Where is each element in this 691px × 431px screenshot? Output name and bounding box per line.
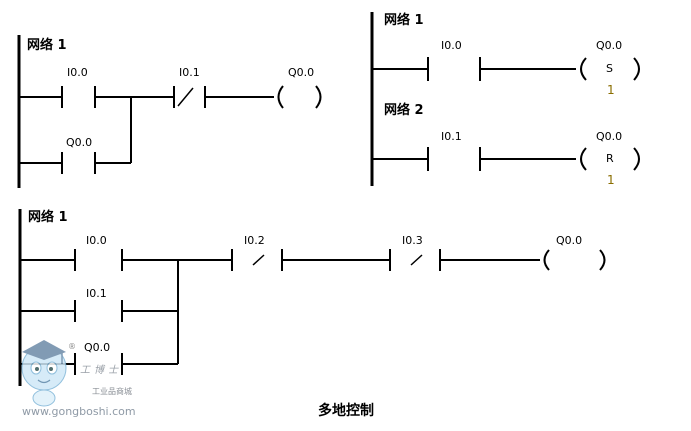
set-coil-type: S: [606, 62, 613, 75]
contact-label-i00: I0.0: [86, 234, 107, 247]
coil-right-paren: [315, 85, 322, 109]
reset-coil-count: 1: [607, 173, 615, 187]
reset-coil-right-paren: [633, 147, 640, 171]
coil-left-paren: [543, 249, 550, 271]
set-coil-label: Q0.0: [596, 39, 623, 52]
set-coil-right-paren: [633, 57, 640, 81]
contact-label-q00: Q0.0: [84, 341, 111, 354]
network-1-label: 网络 1: [384, 13, 424, 28]
network-2-label: 网络 2: [384, 103, 424, 118]
top-right-ladder: [370, 12, 640, 186]
contact-i02-slash: [252, 254, 265, 266]
reset-coil-left-paren: [580, 147, 587, 171]
contact-label-i01: I0.1: [441, 130, 462, 143]
contact-label-i01: I0.1: [179, 66, 200, 79]
contact-label-q00: Q0.0: [66, 136, 93, 149]
coil-left-paren: [277, 85, 284, 109]
watermark-brand: 工博士: [80, 365, 122, 376]
set-coil-count: 1: [607, 83, 615, 97]
reset-coil-type: R: [606, 152, 614, 165]
watermark-site: www.gongboshi.com: [22, 405, 136, 418]
contact-label-i01: I0.1: [86, 287, 107, 300]
network-label: 网络 1: [28, 210, 68, 225]
network-label: 网络 1: [27, 38, 67, 53]
watermark-registered-mark: ®: [68, 342, 76, 351]
watermark-mascot-icon: [21, 340, 67, 407]
diagram-caption: 多地控制: [318, 403, 374, 419]
coil-right-paren: [599, 249, 606, 271]
bottom-ladder: [18, 209, 606, 386]
watermark-tagline: 工业品商城: [92, 387, 132, 396]
contact-label-i03: I0.3: [402, 234, 423, 247]
coil-label: Q0.0: [556, 234, 583, 247]
reset-coil-label: Q0.0: [596, 130, 623, 143]
contact-label-i00: I0.0: [441, 39, 462, 52]
contact-label-i02: I0.2: [244, 234, 265, 247]
contact-i01-slash: [177, 87, 194, 107]
contact-label-i00: I0.0: [67, 66, 88, 79]
top-left-ladder: [17, 35, 322, 188]
contact-i03-slash: [410, 254, 423, 266]
coil-label: Q0.0: [288, 66, 315, 79]
set-coil-left-paren: [580, 57, 587, 81]
